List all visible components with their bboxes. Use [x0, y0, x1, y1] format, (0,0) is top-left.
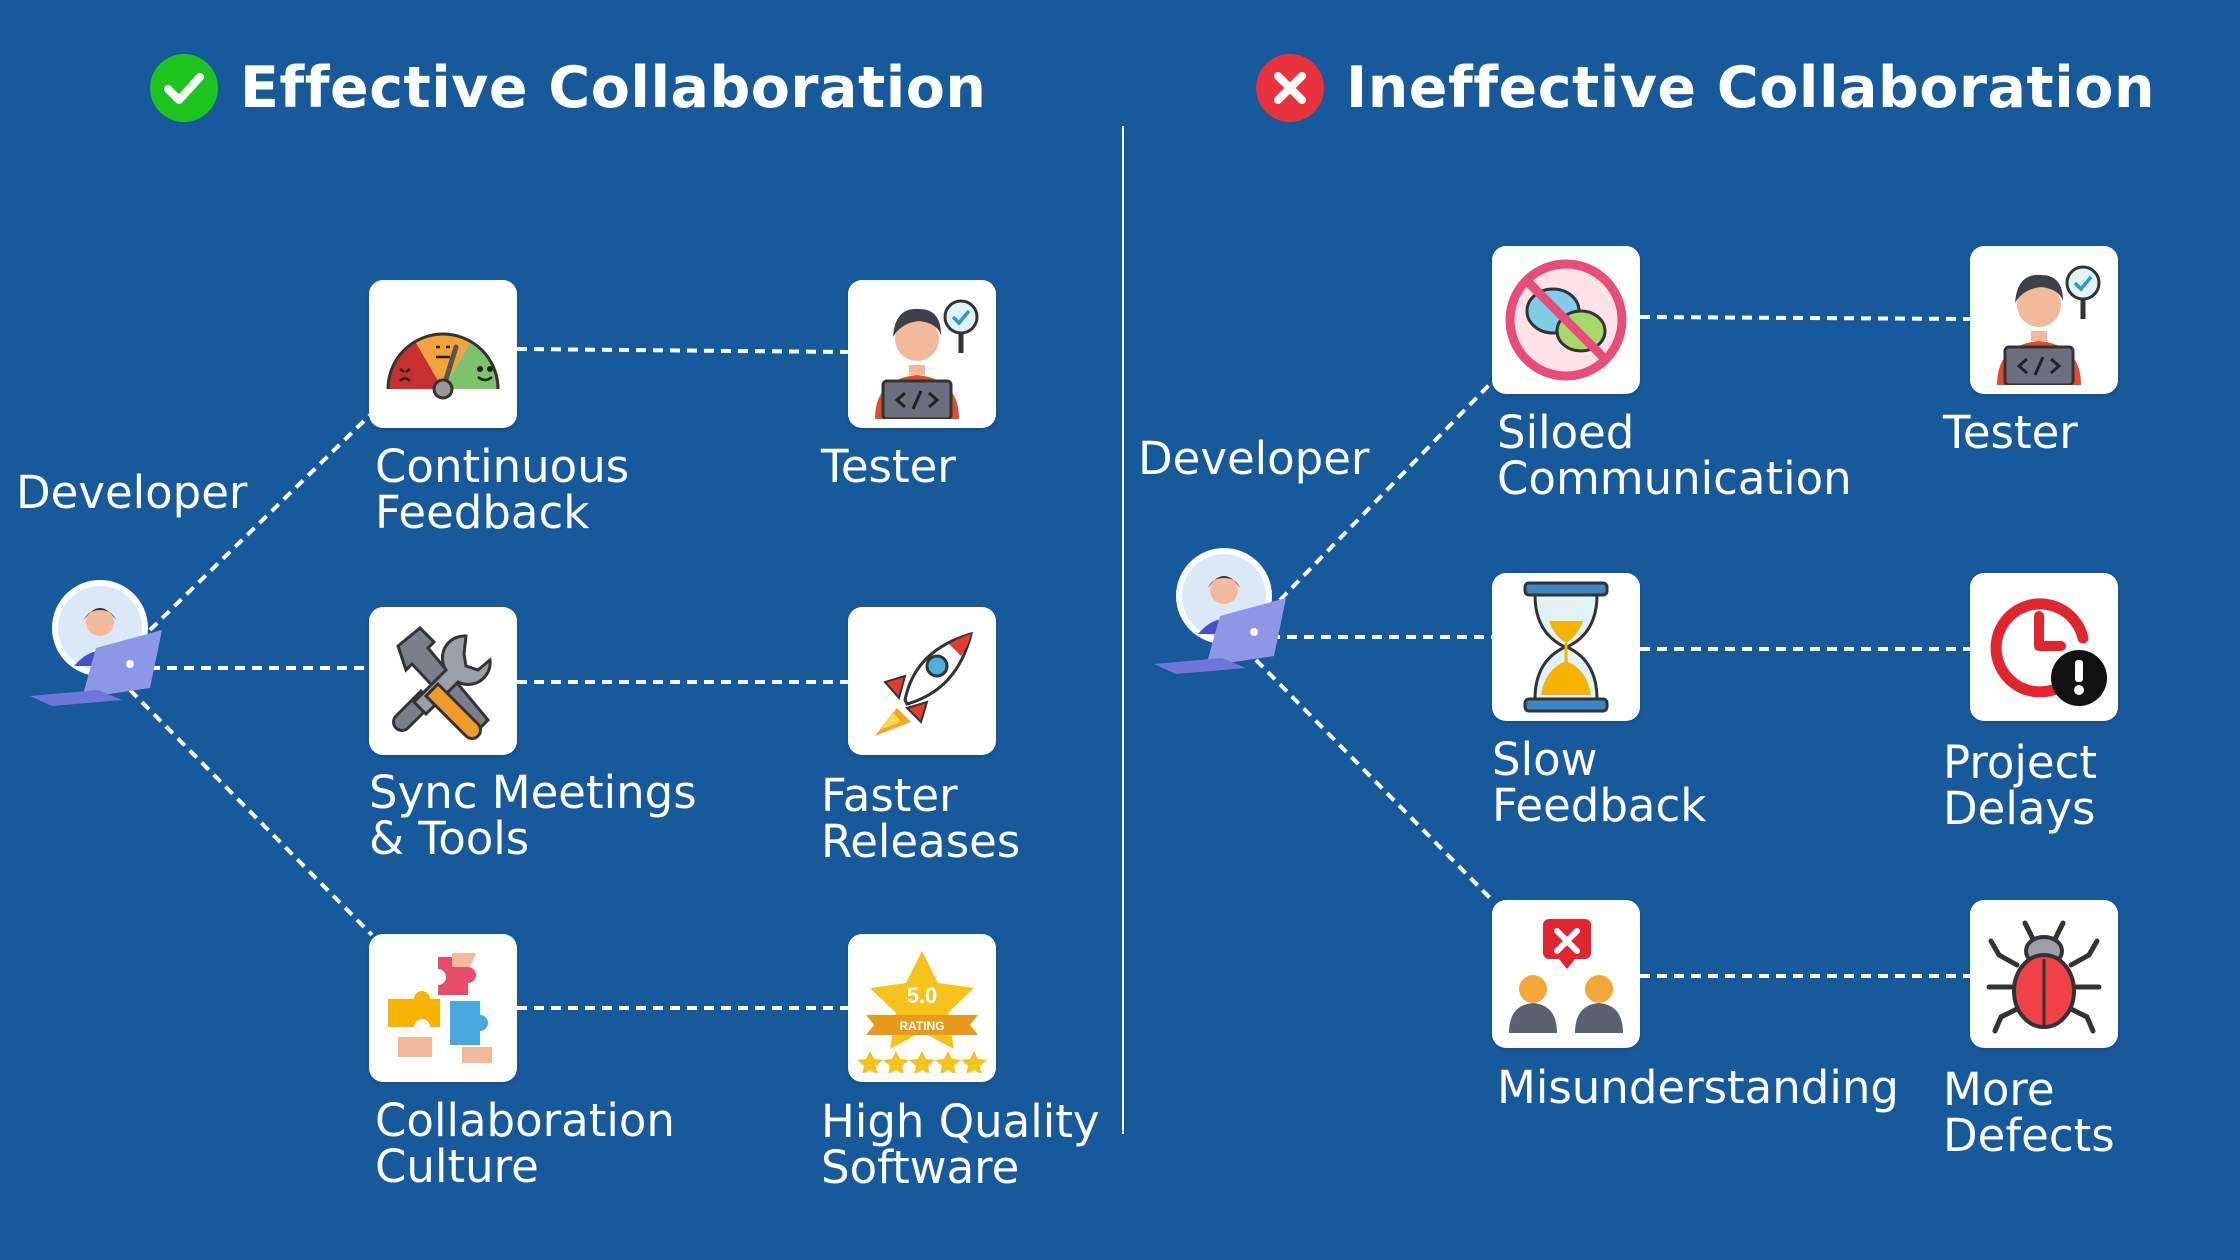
label-line: Feedback — [1492, 779, 1707, 832]
label-line: Software — [821, 1141, 1020, 1194]
tester-icon — [848, 280, 996, 428]
clock-alert-icon — [1970, 573, 2118, 721]
ineffective-title: Ineffective Collaboration — [1346, 55, 2156, 121]
connector-right-dev-row3 — [1254, 658, 1494, 902]
label-line: High Quality — [821, 1095, 1100, 1148]
label-line: Sync Meetings — [369, 766, 697, 819]
label-line: Slow — [1492, 733, 1598, 786]
rocket-icon — [848, 607, 996, 755]
hammer-wrench-icon — [369, 607, 517, 755]
center-divider — [1122, 126, 1124, 1134]
faster-releases-label: Faster Releases — [821, 773, 1020, 865]
cross-icon — [1256, 54, 1324, 122]
label-line: Siloed — [1497, 406, 1635, 459]
feedback-gauge-icon — [369, 280, 517, 428]
connector-right-row1 — [1639, 315, 1971, 321]
label-line: Releases — [821, 815, 1021, 868]
label-line: Culture — [375, 1140, 539, 1193]
project-delays-label: Project Delays — [1943, 740, 2097, 832]
ineffective-developer-label: Developer — [1138, 432, 1370, 485]
connector-left-dev-row1 — [148, 413, 372, 632]
effective-heading: Effective Collaboration — [150, 54, 987, 122]
label-line: Defects — [1943, 1109, 2115, 1162]
tester-label: Tester — [821, 444, 956, 490]
continuous-feedback-label: Continuous Feedback — [375, 444, 629, 536]
siloed-communication-label: Siloed Communication — [1497, 410, 1852, 502]
high-quality-software-label: High Quality Software — [821, 1099, 1100, 1191]
misunderstanding-icon — [1492, 900, 1640, 1048]
label-line: Feedback — [375, 486, 590, 539]
rating-word: RATING — [899, 1019, 944, 1033]
label-line: Continuous — [375, 440, 630, 493]
label-line: Misunderstanding — [1497, 1061, 1899, 1114]
tester-icon — [1970, 246, 2118, 394]
rating-value: 5.0 — [907, 983, 938, 1008]
more-defects-label: More Defects — [1943, 1067, 2115, 1159]
hourglass-icon — [1492, 573, 1640, 721]
label-line: Communication — [1497, 452, 1852, 505]
bug-icon — [1970, 900, 2118, 1048]
misunderstanding-label: Misunderstanding — [1497, 1065, 1899, 1111]
effective-developer-label: Developer — [16, 466, 248, 519]
connector-right-dev-row1 — [1278, 380, 1494, 602]
label-line: Collaboration — [375, 1094, 675, 1147]
developer-icon — [1150, 546, 1290, 680]
sync-meetings-label: Sync Meetings & Tools — [369, 770, 697, 862]
connector-left-dev-row3 — [128, 688, 374, 937]
tester-label: Tester — [1943, 410, 2078, 456]
ineffective-heading: Ineffective Collaboration — [1256, 54, 2155, 122]
effective-title: Effective Collaboration — [240, 55, 987, 121]
slow-feedback-label: Slow Feedback — [1492, 737, 1706, 829]
label-line: Faster — [821, 769, 958, 822]
label-line: Delays — [1943, 782, 2096, 835]
collaboration-culture-label: Collaboration Culture — [375, 1098, 675, 1190]
rating-star-icon: 5.0 RATING — [848, 934, 996, 1082]
label-line: More — [1943, 1063, 2055, 1116]
label-line: Project — [1943, 736, 2097, 789]
check-icon — [150, 54, 218, 122]
label-line: Tester — [1943, 406, 2078, 459]
label-line: Tester — [821, 440, 956, 493]
no-chat-icon — [1492, 246, 1640, 394]
puzzle-hands-icon — [369, 934, 517, 1082]
connector-left-row1 — [516, 347, 849, 354]
developer-icon — [26, 578, 166, 712]
label-line: & Tools — [369, 812, 530, 865]
